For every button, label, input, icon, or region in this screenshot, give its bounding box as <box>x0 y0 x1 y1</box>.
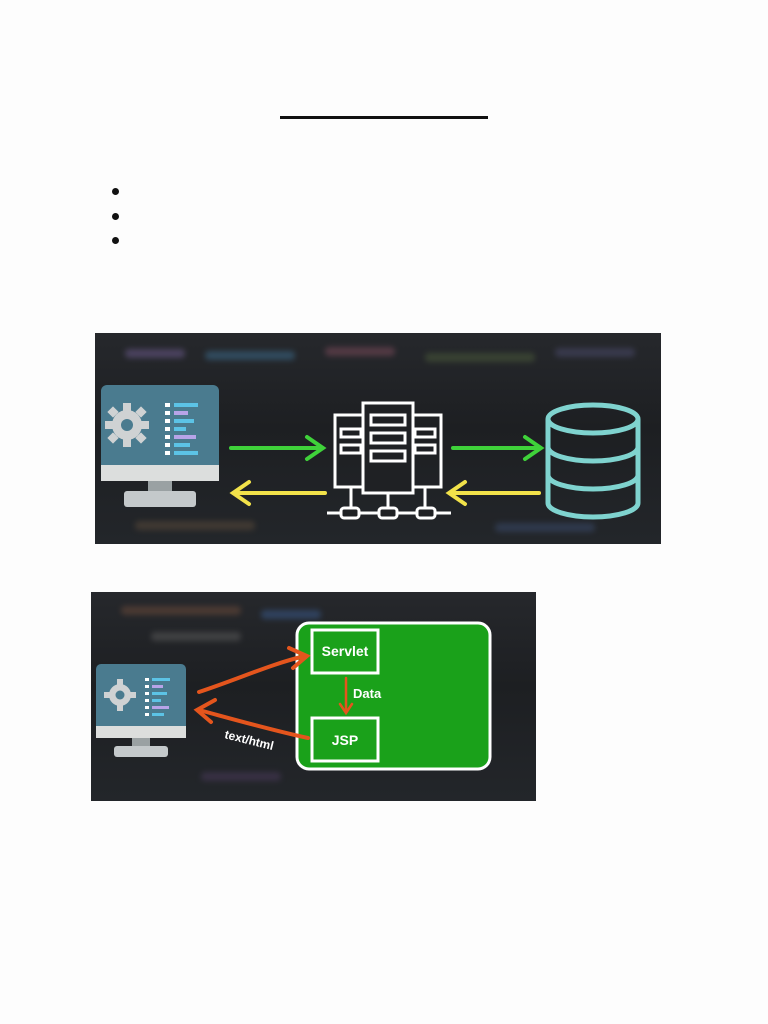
data-arrow <box>338 676 354 716</box>
title-underline <box>280 116 488 119</box>
response-arrow-jsp-to-client <box>193 698 310 740</box>
diagram-graphics <box>101 385 641 520</box>
servlet-jsp-diagram: Servlet JSP Data text/html <box>91 592 536 801</box>
bullet-dot <box>112 237 119 244</box>
bullet-dot <box>112 188 119 195</box>
server-rack-icon <box>327 401 451 520</box>
background-blur <box>261 610 321 619</box>
background-blur <box>125 349 185 358</box>
request-arrow-client-to-servlet <box>197 646 311 694</box>
servlet-label: Servlet <box>322 643 369 659</box>
background-blur <box>135 521 255 530</box>
background-blur <box>555 348 635 357</box>
response-arrow-database-to-server <box>445 480 541 506</box>
database-icon <box>545 402 641 520</box>
background-blur <box>325 347 395 356</box>
diagram-graphics: Servlet JSP Data text/html <box>96 621 492 771</box>
jsp-box <box>310 716 380 763</box>
request-arrow-server-to-database <box>451 435 545 461</box>
background-blur <box>151 632 241 641</box>
data-label: Data <box>353 686 382 701</box>
monitor-gear-icon <box>101 385 219 507</box>
monitor-gear-icon <box>96 664 186 757</box>
background-blur <box>121 606 241 615</box>
background-blur <box>495 523 595 532</box>
background-blur <box>205 351 295 360</box>
request-arrow-client-to-server <box>229 435 327 461</box>
jsp-label: JSP <box>332 732 358 748</box>
servlet-box <box>310 628 380 675</box>
text-html-label: text/html <box>223 727 275 753</box>
background-blur <box>425 353 535 362</box>
response-arrow-server-to-client <box>229 480 327 506</box>
bullet-dot <box>112 212 119 220</box>
background-blur <box>201 772 281 781</box>
client-server-database-diagram <box>95 333 661 544</box>
